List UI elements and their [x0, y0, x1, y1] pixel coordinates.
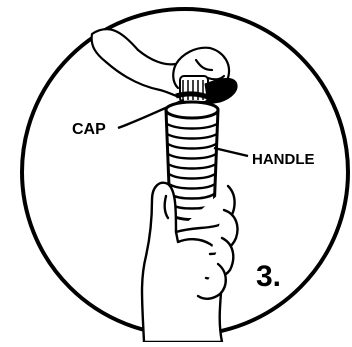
handle-label: HANDLE — [252, 151, 315, 168]
step-number: 3. — [256, 260, 281, 293]
cap-label: CAP — [72, 121, 106, 138]
